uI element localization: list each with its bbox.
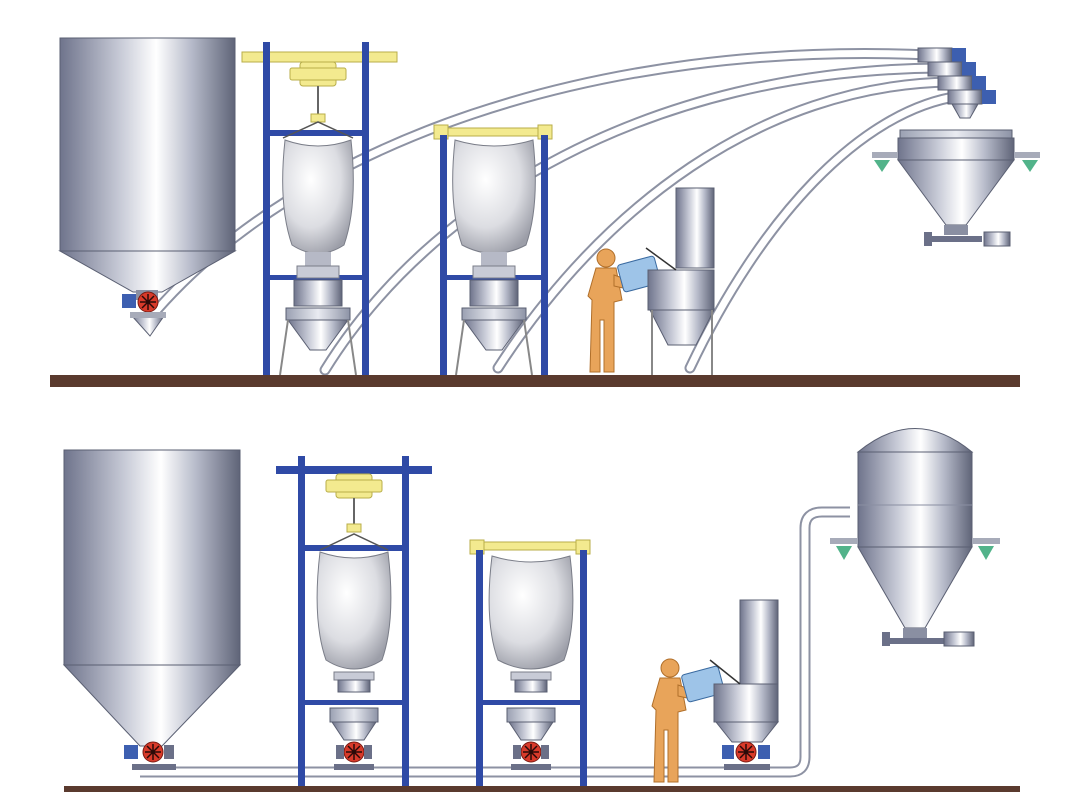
- bottom-hoist-1: [325, 473, 383, 533]
- top-operator: [587, 248, 661, 373]
- bottom-dump-station-rotary-valve: [722, 741, 770, 763]
- bottom-floor: [64, 786, 1020, 792]
- bottom-bulk-bag-station-2: [469, 539, 591, 786]
- top-bulk-bag-station-1: [241, 42, 398, 376]
- bottom-station-2-rotary-valve: [513, 741, 549, 763]
- top-bulk-bag-station-2: [433, 124, 553, 376]
- bottom-station-1-rotary-valve: [336, 741, 372, 763]
- top-bag-dump-station: [645, 187, 715, 375]
- top-hopper-support-left: [874, 160, 890, 172]
- bottom-bag-dump-station: [709, 599, 780, 770]
- bottom-bulk-bag-station-1: [276, 456, 432, 786]
- bottom-scene: [62, 428, 1020, 792]
- bottom-silo: [62, 449, 242, 770]
- top-hopper-support-right: [1022, 160, 1038, 172]
- bottom-vessel-support-left: [836, 546, 852, 560]
- bottom-vessel-support-right: [978, 546, 994, 560]
- top-silo: [58, 37, 237, 337]
- top-scene: [50, 37, 1040, 387]
- top-floor: [50, 375, 1020, 387]
- top-receiving-hopper: [872, 129, 1040, 247]
- bottom-receiving-vessel: [830, 428, 1000, 647]
- bottom-conveying-line: [140, 506, 850, 778]
- top-silo-rotary-valve: [122, 291, 159, 313]
- bottom-silo-rotary-valve: [124, 741, 174, 763]
- top-filter-receivers: [917, 47, 996, 119]
- top-hoist-1: [289, 61, 347, 123]
